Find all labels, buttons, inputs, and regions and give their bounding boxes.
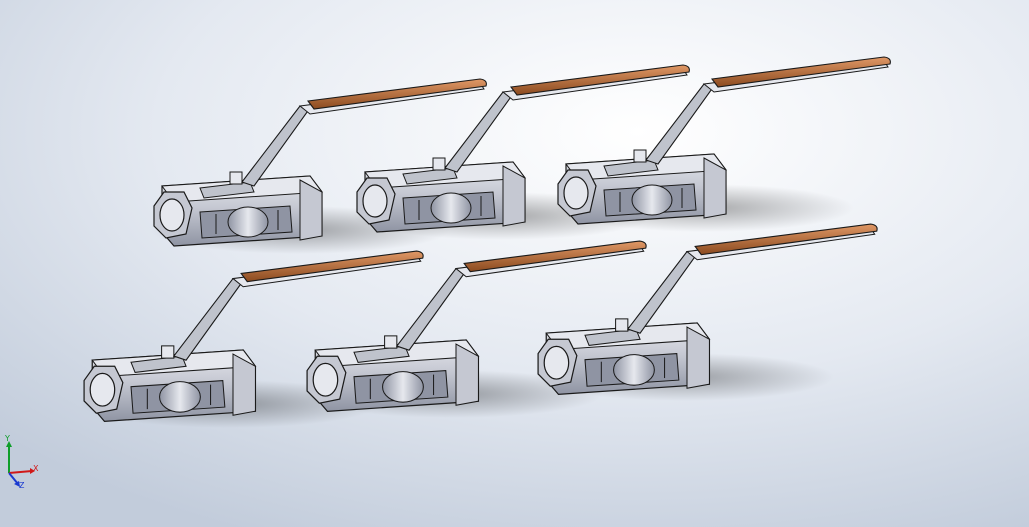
valve-ball bbox=[613, 354, 655, 386]
valve-bore bbox=[543, 345, 570, 380]
valve-bore bbox=[312, 362, 339, 397]
valve-right-nut bbox=[299, 179, 323, 241]
valve-handle-grip bbox=[240, 250, 424, 283]
ball-valve-2 bbox=[356, 64, 690, 233]
valve-ball bbox=[430, 192, 472, 224]
triad-z-axis bbox=[8, 472, 19, 485]
valve-handle-grip bbox=[463, 240, 647, 273]
valve-handle-grip bbox=[710, 56, 891, 88]
valve-right-nut bbox=[686, 326, 710, 389]
valve-right-nut bbox=[502, 165, 526, 227]
valve-handle-grip bbox=[509, 64, 690, 96]
ball-valve-4 bbox=[83, 250, 424, 422]
valve-handle-grip bbox=[694, 223, 878, 256]
ball-valve-5 bbox=[306, 240, 647, 412]
ball-valve-3 bbox=[557, 56, 891, 225]
triad-z-arrow bbox=[14, 481, 20, 487]
reference-triad bbox=[6, 441, 35, 487]
valve-bore bbox=[159, 198, 185, 232]
valve-stem-nut bbox=[161, 345, 175, 359]
triad-x-axis bbox=[8, 470, 33, 474]
valve-instances bbox=[83, 56, 891, 422]
valve-ball bbox=[227, 206, 269, 238]
triad-x-arrow bbox=[30, 468, 35, 474]
ball-valve-1 bbox=[153, 78, 487, 247]
valve-bore bbox=[563, 176, 589, 210]
valve-ball bbox=[382, 371, 424, 403]
valve-stem-nut bbox=[633, 149, 647, 163]
valve-stem-nut bbox=[384, 335, 398, 349]
valve-ball bbox=[631, 184, 673, 216]
valve-stem-nut bbox=[615, 318, 629, 332]
valve-stem-nut bbox=[432, 157, 446, 171]
valve-stem-nut bbox=[229, 171, 243, 185]
valve-bore bbox=[362, 184, 388, 218]
valve-right-nut bbox=[232, 353, 256, 416]
valve-bore bbox=[89, 372, 116, 407]
ball-valve-6 bbox=[537, 223, 878, 395]
valve-handle-grip bbox=[306, 78, 487, 110]
valve-right-nut bbox=[455, 343, 479, 406]
valve-right-nut bbox=[703, 157, 727, 219]
triad-y-arrow bbox=[6, 441, 12, 447]
valve-ball bbox=[159, 381, 201, 413]
